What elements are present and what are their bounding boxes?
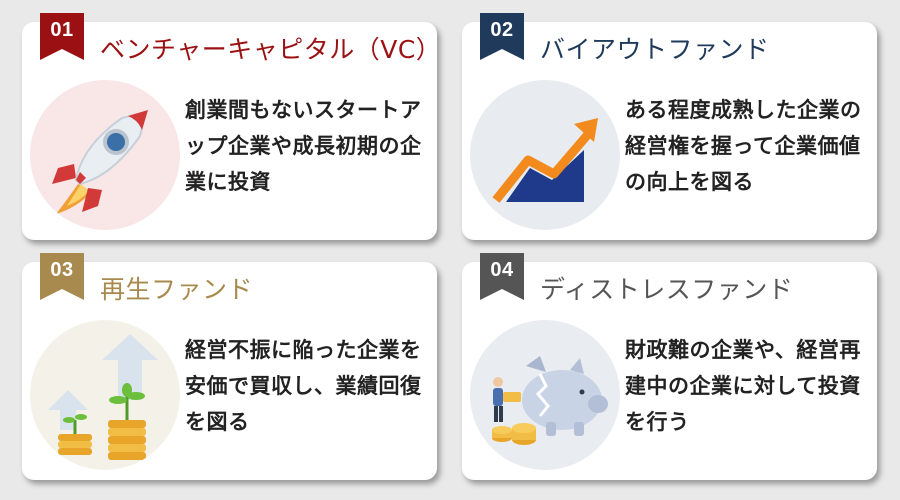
card-title: バイアウトファンド <box>540 35 770 64</box>
card-title: 再生ファンド <box>100 275 254 304</box>
number-badge: 04 <box>480 253 524 300</box>
number-badge: 02 <box>480 13 524 60</box>
card-distress-fund: 04 ディストレスファンド <box>462 253 877 480</box>
card-description: 創業間もないスタートアップ企業や成長初期の企業に投資 <box>185 98 422 194</box>
card-title: ディストレスファンド <box>540 275 794 304</box>
card-description: ある程度成熟した企業の経営権を握って企業価値の向上を図る <box>625 98 862 194</box>
growth-chart-icon <box>470 80 620 230</box>
card-description: 財政難の企業や、経営再建中の企業に対して投資を行う <box>625 338 861 434</box>
number-badge: 01 <box>40 13 84 60</box>
card-buyout-fund: 02 バイアウトファンド ある程度成熟した企業の経営権を握って企業価値の向上を図… <box>462 13 877 240</box>
badge-number: 01 <box>50 19 74 41</box>
coin-sprout-icon <box>30 320 180 470</box>
badge-number: 02 <box>490 19 514 41</box>
card-venture-capital: 01 ベンチャーキャピタル（VC） 創業間もないスタートアップ企業や成長初期の企… <box>22 13 441 240</box>
broken-piggy-bank-icon <box>470 320 620 470</box>
card-title: ベンチャーキャピタル（VC） <box>100 35 442 64</box>
badge-number: 03 <box>50 259 74 281</box>
rocket-icon <box>30 80 180 230</box>
card-description: 経営不振に陥った企業を安価で買収し、業績回復を図る <box>185 338 422 434</box>
card-revival-fund: 03 再生ファンド 経営不振に陥った企業を安価 <box>22 253 437 480</box>
number-badge: 03 <box>40 253 84 300</box>
badge-number: 04 <box>490 259 514 281</box>
